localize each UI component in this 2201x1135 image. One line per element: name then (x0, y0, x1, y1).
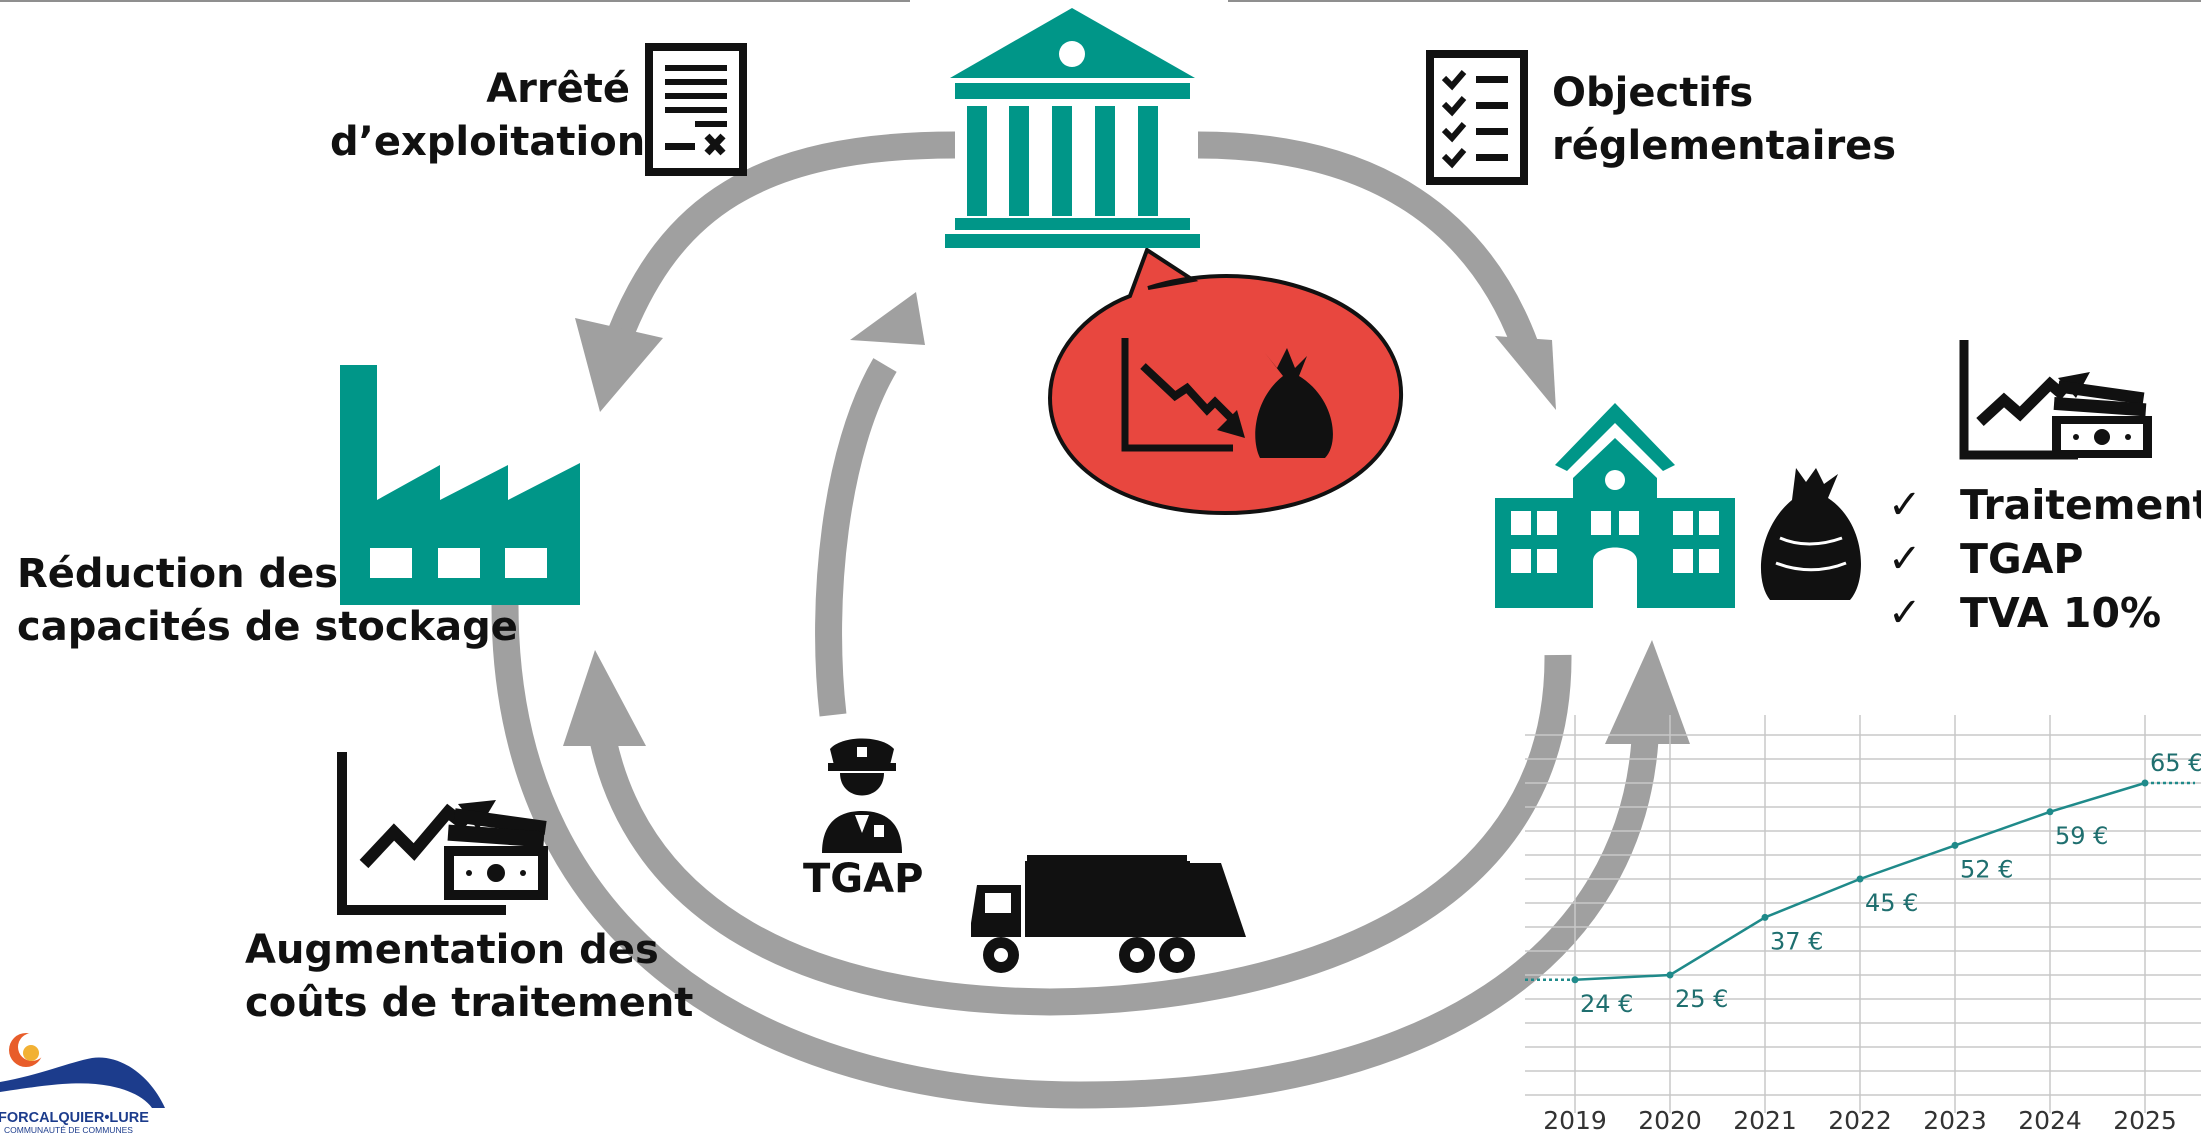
data-point (2141, 779, 2149, 787)
police-officer-icon (822, 738, 902, 853)
x-tick-label: 2021 (1733, 1106, 1797, 1135)
cost-increase-icon (1959, 340, 2152, 460)
arrowhead-commune (1495, 336, 1556, 410)
garbage-truck-icon (971, 855, 1246, 973)
school-icon (1495, 403, 1735, 608)
data-label: 24 € (1580, 990, 1633, 1018)
logo: FORCALQUIER•LURE COMMUNAUTÉ DE COMMUNES (0, 1033, 165, 1135)
arrow-police-to-state (815, 358, 897, 717)
x-tick-label: 2022 (1828, 1106, 1892, 1135)
logo-name: FORCALQUIER•LURE (0, 1110, 149, 1126)
label-reduction: Réduction des capacités de stockage (17, 551, 518, 650)
arrow-state-to-commune (1197, 131, 1538, 350)
list-item: ✓TGAP (1888, 535, 2084, 583)
x-tick-label: 2023 (1923, 1106, 1987, 1135)
x-tick-label: 2025 (2113, 1106, 2177, 1135)
trend-down-icon (1121, 338, 1245, 452)
x-tick-label: 2020 (1638, 1106, 1702, 1135)
data-point (1571, 976, 1579, 984)
label-objectifs: Objectifs réglementaires (1552, 70, 1897, 169)
document-icon (645, 43, 747, 176)
check-icon: ✓ (1888, 590, 1922, 636)
tgap-chart: 24 € 25 € 37 € 45 € 52 € 59 € 65 € 2019 2020 2021… (1525, 715, 2201, 1135)
check-icon: ✓ (1888, 482, 1922, 528)
logo-mark (0, 1033, 165, 1108)
checklist-icon (1426, 50, 1528, 185)
top-divider-right (1228, 0, 2201, 2)
list-item: ✓TVA 10% (1888, 589, 2162, 637)
list-item: ✓Traitement (1888, 481, 2201, 529)
cost-increase-icon (337, 752, 548, 915)
x-tick-label: 2019 (1543, 1106, 1607, 1135)
data-label: 65 € (2150, 749, 2201, 777)
logo-subtitle: COMMUNAUTÉ DE COMMUNES (4, 1125, 133, 1135)
data-point (1951, 841, 1959, 849)
data-point (1761, 913, 1769, 921)
data-point (1856, 875, 1864, 883)
arrow-state-to-factory (607, 131, 956, 341)
data-label: 45 € (1865, 889, 1918, 917)
top-divider-left (0, 0, 910, 2)
arrowhead-factory-inner (563, 650, 646, 746)
check-icon: ✓ (1888, 536, 1922, 582)
data-label: 37 € (1770, 927, 1823, 955)
factory-icon (340, 365, 580, 605)
arrow-commune-to-factory-inner (589, 654, 1572, 1016)
data-point (2046, 808, 2054, 816)
label-tgap-police: TGAP (803, 856, 924, 902)
label-arrete: Arrêté d’exploitation (330, 66, 646, 165)
arrowhead-state (850, 292, 925, 345)
garbage-bag-icon (1760, 468, 1861, 600)
label-augmentation: Augmentation des coûts de traitement (245, 927, 694, 1026)
data-label: 52 € (1960, 855, 2013, 883)
bank-icon (945, 8, 1200, 248)
data-label: 59 € (2055, 822, 2108, 850)
cost-components-list: ✓Traitement ✓TGAP ✓TVA 10% (1888, 478, 2201, 640)
arrowhead-commune-outer (1605, 640, 1690, 744)
x-tick-label: 2024 (2018, 1106, 2082, 1135)
garbage-bag-icon (1255, 348, 1333, 458)
arrowhead-factory (575, 318, 663, 412)
speech-bubble (1047, 248, 1404, 516)
arrow-factory-to-commune-outer (491, 604, 1659, 1109)
data-point (1666, 971, 1674, 979)
data-label: 25 € (1675, 985, 1728, 1013)
